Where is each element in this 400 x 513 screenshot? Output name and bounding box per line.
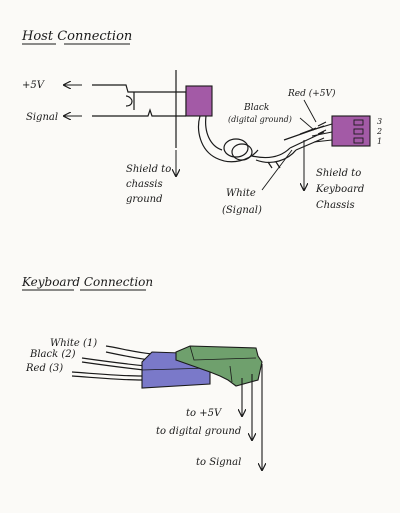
host-plug-body [185,85,213,117]
black-label: Black [243,103,269,113]
shield-chassis-line2: chassis [126,179,163,190]
to-5v-label: to +5V [186,408,223,419]
shield-kb-line1: Shield to [316,168,361,179]
keyboard-connector-green [175,345,263,387]
to-signal-label: to Signal [196,457,241,468]
phone-jack [92,70,187,148]
white-signal-label: (Signal) [222,205,262,216]
pin-number-3: 3 [377,117,382,126]
shield-chassis-line1: Shield to [126,164,171,175]
black2-label: Black (2) [29,349,76,360]
keyboard-side-connector [331,115,371,147]
keyboard-connector-green-notch [229,365,233,383]
shield-kb-line2: Keyboard [315,184,364,195]
black-leader [299,117,315,131]
keyboard-heading: Keyboard Connection [21,275,153,289]
pin-number-2: 2 [376,127,382,136]
keyboard-wires [71,345,153,381]
pin-slot-2 [353,128,364,135]
white-leader [261,149,293,191]
connector-wires [311,121,333,143]
red3-label: Red (3) [25,363,63,374]
signal-label: Signal [26,112,58,123]
white1-label: White (1) [50,338,97,349]
host-heading: Host Connection [21,29,132,44]
black-ground-label: (digital ground) [228,115,292,124]
plus5v-label: +5V [22,80,46,91]
shield-kb-line3: Chassis [316,200,355,211]
white-label: White [226,188,256,199]
pin-slot-1 [353,137,364,144]
keyboard-connector-green-edge [189,345,257,361]
red-5v-label: Red (+5V) [287,88,336,99]
pin-slot-3 [353,119,364,126]
pin-number-1: 1 [377,137,382,146]
shield-chassis-line3: ground [126,194,162,205]
to-digital-ground-label: to digital ground [156,426,241,437]
red-5v-leader [303,99,317,123]
